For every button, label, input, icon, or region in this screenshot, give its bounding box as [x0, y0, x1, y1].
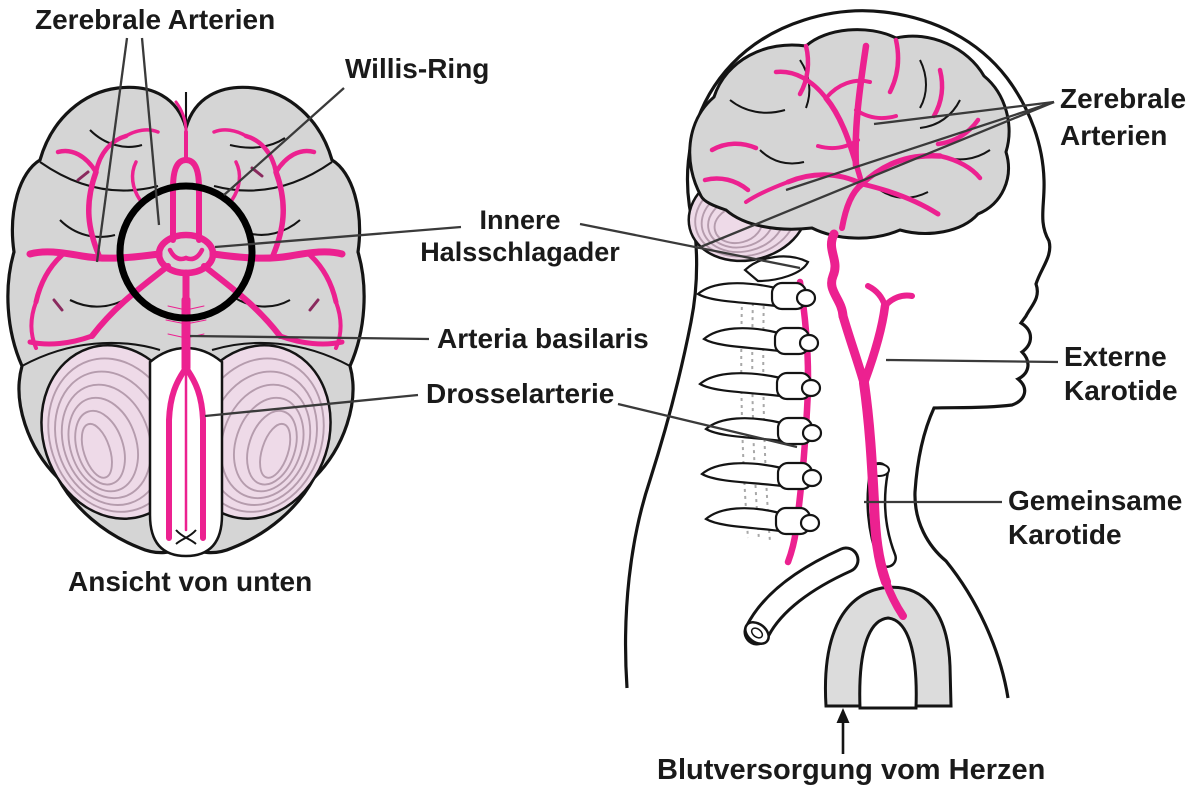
leader-innere-right — [579, 222, 801, 270]
label-gemeinsame-karotide: Gemeinsame Karotide — [1008, 484, 1182, 552]
leader-drosselarterie-right — [617, 402, 798, 449]
leader-lines — [95, 37, 1059, 504]
blood-supply-arrow — [836, 708, 850, 754]
label-willis-ring: Willis-Ring — [345, 53, 490, 84]
label-externe-line1: Externe — [1064, 341, 1167, 372]
head-profile-view — [623, 9, 1052, 710]
stem-tip-wrinkle — [175, 529, 197, 545]
leader-zerebrale-right-3 — [697, 100, 1055, 250]
label-innere-halsschlagader: Innere Halsschlagader — [390, 204, 650, 268]
brain-stem — [148, 295, 224, 558]
leader-willis-ring — [223, 87, 345, 196]
leader-zerebrale-right-1 — [873, 100, 1055, 126]
head-outline — [623, 9, 1052, 699]
leader-zerebrale-left-2 — [140, 37, 161, 226]
vertebra — [704, 506, 821, 536]
leader-externe-karotide — [885, 358, 1059, 364]
vertebra — [696, 281, 817, 311]
leader-drosselarterie-left — [204, 393, 419, 418]
circle-of-willis — [155, 231, 217, 277]
label-drosselarterie: Drosselarterie — [426, 378, 615, 409]
brain-side — [688, 28, 1011, 240]
label-zerebrale-right-line1: Zerebrale — [1060, 83, 1187, 114]
label-externe-karotide: Externe Karotide — [1064, 340, 1178, 408]
vertebra — [700, 461, 823, 491]
aortic-arch — [823, 585, 953, 710]
vertebra — [698, 371, 822, 401]
vertebra — [702, 326, 820, 356]
label-externe-line2: Karotide — [1064, 375, 1178, 406]
label-zerebrale-arterien-right: Zerebrale Arterien — [1060, 80, 1186, 154]
subclavian-artery-tube — [743, 546, 860, 646]
label-arteria-basilaris: Arteria basilaris — [437, 323, 649, 354]
label-zerebrale-arterien-left: Zerebrale Arterien — [35, 4, 276, 35]
leader-zerebrale-left-1 — [95, 37, 129, 263]
leader-arteria-basilaris — [189, 334, 430, 341]
label-innere-line2: Halsschlagader — [420, 237, 620, 267]
brain-bottom-view — [6, 85, 366, 558]
caption-blutversorgung: Blutversorgung vom Herzen — [657, 754, 1046, 786]
label-gemeinsame-line2: Karotide — [1008, 519, 1122, 550]
leader-zerebrale-right-2 — [785, 100, 1055, 192]
vertebra — [704, 416, 823, 446]
cerebral-arteries-bottom — [26, 100, 346, 350]
cervical-spine — [696, 255, 823, 536]
basilar-vertebral-arteries — [165, 295, 207, 541]
cerebral-arteries-side — [702, 37, 983, 231]
label-innere-line1: Innere — [479, 205, 561, 235]
willis-ring-annotation-circle — [116, 182, 256, 322]
dark-vessel-dashes — [52, 166, 320, 312]
leader-innere-left — [214, 225, 462, 249]
caption-ansicht-von-unten: Ansicht von unten — [68, 566, 313, 597]
label-zerebrale-right-line2: Arterien — [1060, 120, 1168, 151]
label-gemeinsame-line1: Gemeinsame — [1008, 485, 1183, 516]
arrow-up-icon — [836, 708, 850, 723]
